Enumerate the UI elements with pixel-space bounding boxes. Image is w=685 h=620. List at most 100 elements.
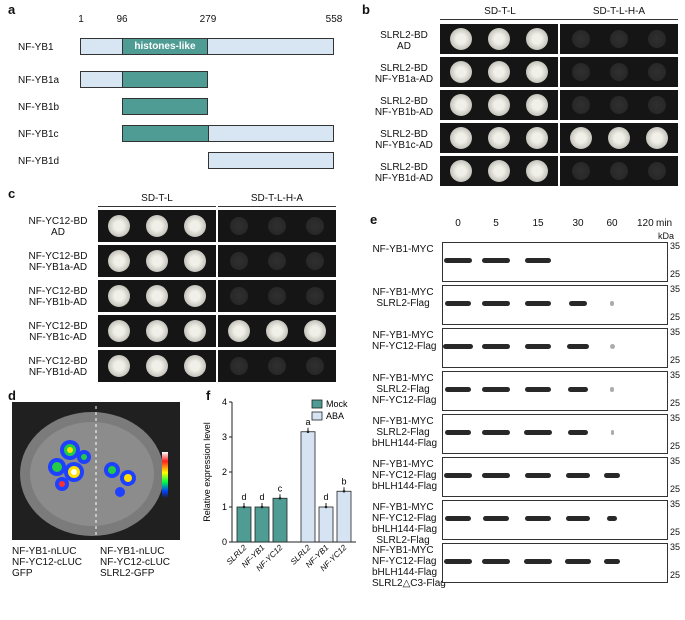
nfyb1d-bar-right bbox=[208, 152, 334, 169]
y-tick-label: 2 bbox=[222, 467, 227, 477]
marker-35: 35 bbox=[670, 499, 681, 509]
construct-label: NF-YB1-MYC bbox=[372, 545, 434, 556]
construct-label: NF-YC12-Flag bbox=[372, 556, 437, 567]
protein-band bbox=[525, 344, 551, 349]
protein-band bbox=[444, 258, 472, 263]
bar bbox=[254, 506, 270, 543]
protein-band bbox=[444, 473, 472, 478]
blot-row-label: NF-YB1-MYC bbox=[372, 244, 434, 255]
protein-band bbox=[525, 387, 551, 392]
protein-band bbox=[610, 430, 614, 435]
construct-label: NF-YC12-Flag bbox=[372, 395, 437, 406]
data-point bbox=[342, 489, 346, 493]
bar bbox=[272, 497, 288, 543]
no-growth-spot bbox=[648, 63, 666, 81]
yeast-colony bbox=[108, 250, 130, 272]
protein-band bbox=[525, 258, 551, 263]
y-axis-label: Relative expression level bbox=[202, 422, 212, 522]
construct-label: GFP bbox=[12, 568, 33, 579]
construct-label: NF-YB1-MYC bbox=[372, 287, 434, 298]
yeast-colony bbox=[526, 61, 548, 83]
construct-label: NF-YB1-MYC bbox=[372, 459, 434, 470]
construct-label: SLRL2-BD bbox=[380, 30, 428, 41]
construct-label: SLRL2-Flag bbox=[376, 427, 430, 438]
protein-band bbox=[445, 387, 471, 392]
color-scale-bar bbox=[162, 452, 168, 498]
significance-letter: a bbox=[305, 417, 310, 427]
panel-c-letter: c bbox=[8, 186, 16, 201]
construct-label: NF-YC12-BD bbox=[28, 216, 88, 227]
nfyb1a-bar-left bbox=[80, 71, 123, 88]
no-growth-spot bbox=[610, 63, 628, 81]
significance-letter: d bbox=[241, 492, 246, 502]
no-growth-spot bbox=[648, 162, 666, 180]
construct-label: SLRL2-Flag bbox=[376, 535, 430, 546]
timepoint-label: 30 bbox=[572, 218, 584, 229]
medium-sd-tl: SD-T-L bbox=[484, 6, 516, 17]
construct-label: NF-YC12-BD bbox=[28, 321, 88, 332]
yeast-colony bbox=[184, 355, 206, 377]
medium-sd-tlha: SD-T-L-H-A bbox=[592, 6, 646, 17]
leaf-luminescence-image bbox=[20, 406, 168, 538]
yeast-colony bbox=[146, 285, 168, 307]
yeast-colony bbox=[526, 127, 548, 149]
yeast-colony bbox=[570, 127, 592, 149]
no-growth-spot bbox=[572, 30, 590, 48]
yeast-colony bbox=[184, 215, 206, 237]
construct-label: SLRL2-BD bbox=[380, 96, 428, 107]
blot-strip bbox=[442, 371, 668, 411]
no-growth-spot bbox=[268, 217, 286, 235]
construct-label: AD bbox=[397, 41, 411, 52]
yeast-colony bbox=[108, 215, 130, 237]
yeast-colony bbox=[526, 160, 548, 182]
pos-279: 279 bbox=[199, 14, 217, 25]
blot-strip bbox=[442, 500, 668, 540]
yeast-colony bbox=[450, 127, 472, 149]
panel-b-letter: b bbox=[362, 2, 370, 17]
bar bbox=[236, 506, 252, 543]
yeast-colony bbox=[488, 61, 510, 83]
no-growth-spot bbox=[230, 287, 248, 305]
row-label-nfyb1b: NF-YB1b bbox=[18, 102, 60, 113]
panel-f-letter: f bbox=[206, 388, 211, 403]
yeast-colony bbox=[184, 285, 206, 307]
kda-label: kDa bbox=[658, 231, 675, 241]
histone-domain-label: histones-like bbox=[134, 41, 196, 52]
medium-underline bbox=[560, 19, 678, 20]
no-growth-spot bbox=[610, 96, 628, 114]
yeast-colony bbox=[266, 320, 288, 342]
marker-25: 25 bbox=[670, 484, 681, 494]
no-growth-spot bbox=[610, 162, 628, 180]
protein-band bbox=[566, 473, 590, 478]
blot-strip bbox=[442, 543, 668, 583]
timepoint-label: 5 bbox=[493, 218, 499, 229]
panel-a-letter: a bbox=[8, 2, 16, 17]
no-growth-spot bbox=[268, 252, 286, 270]
timepoint-label: 60 bbox=[606, 218, 618, 229]
construct-label: NF-YB1c-AD bbox=[29, 332, 87, 343]
row-label-nfyb1: NF-YB1 bbox=[18, 42, 54, 53]
protein-band bbox=[525, 516, 551, 521]
construct-label: SLRL2-Flag bbox=[376, 384, 430, 395]
yeast-colony bbox=[108, 320, 130, 342]
data-point bbox=[278, 496, 282, 500]
y-tick-label: 3 bbox=[222, 432, 227, 442]
protein-band bbox=[444, 559, 472, 564]
protein-band bbox=[610, 301, 614, 306]
marker-35: 35 bbox=[670, 284, 681, 294]
no-growth-spot bbox=[306, 252, 324, 270]
yeast-colony bbox=[526, 94, 548, 116]
no-growth-spot bbox=[572, 63, 590, 81]
construct-label: SLRL2-BD bbox=[380, 63, 428, 74]
construct-label: NF-YB1a-AD bbox=[374, 74, 434, 85]
protein-band bbox=[525, 473, 551, 478]
pos-1: 1 bbox=[78, 14, 84, 25]
yeast-colony bbox=[184, 320, 206, 342]
no-growth-spot bbox=[230, 252, 248, 270]
yeast-colony bbox=[304, 320, 326, 342]
